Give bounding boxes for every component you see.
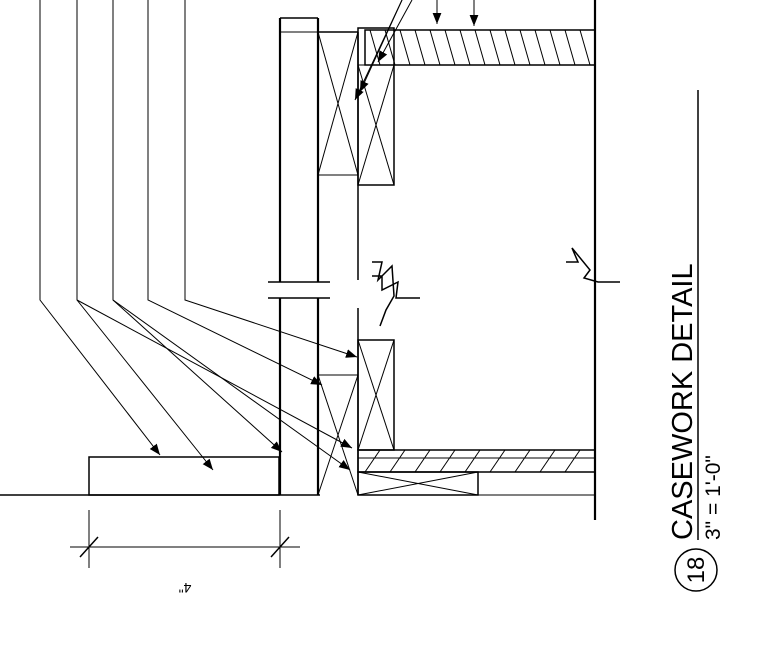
panel-column [317,31,359,496]
detail-number-circle [674,548,718,592]
detail-scale: 3" = 1'-0" [702,455,725,540]
leader-lines [39,0,479,471]
bottom-blocking [357,471,595,496]
base-block [88,456,280,496]
detail-title: CASEWORK DETAIL [667,263,699,540]
title-block: 18 CASEWORK DETAIL 3" = 1'-0" [667,90,725,592]
break-line-left [372,261,420,327]
bottom-shelf [357,449,596,473]
dimension-4in: 4" [70,510,300,596]
top-shelf [364,29,596,66]
dimension-label: 4" [179,580,192,596]
break-line-right [566,247,620,283]
detail-number: 18 [683,557,710,584]
lower-cleat [357,339,395,451]
wall-column [268,17,330,495]
